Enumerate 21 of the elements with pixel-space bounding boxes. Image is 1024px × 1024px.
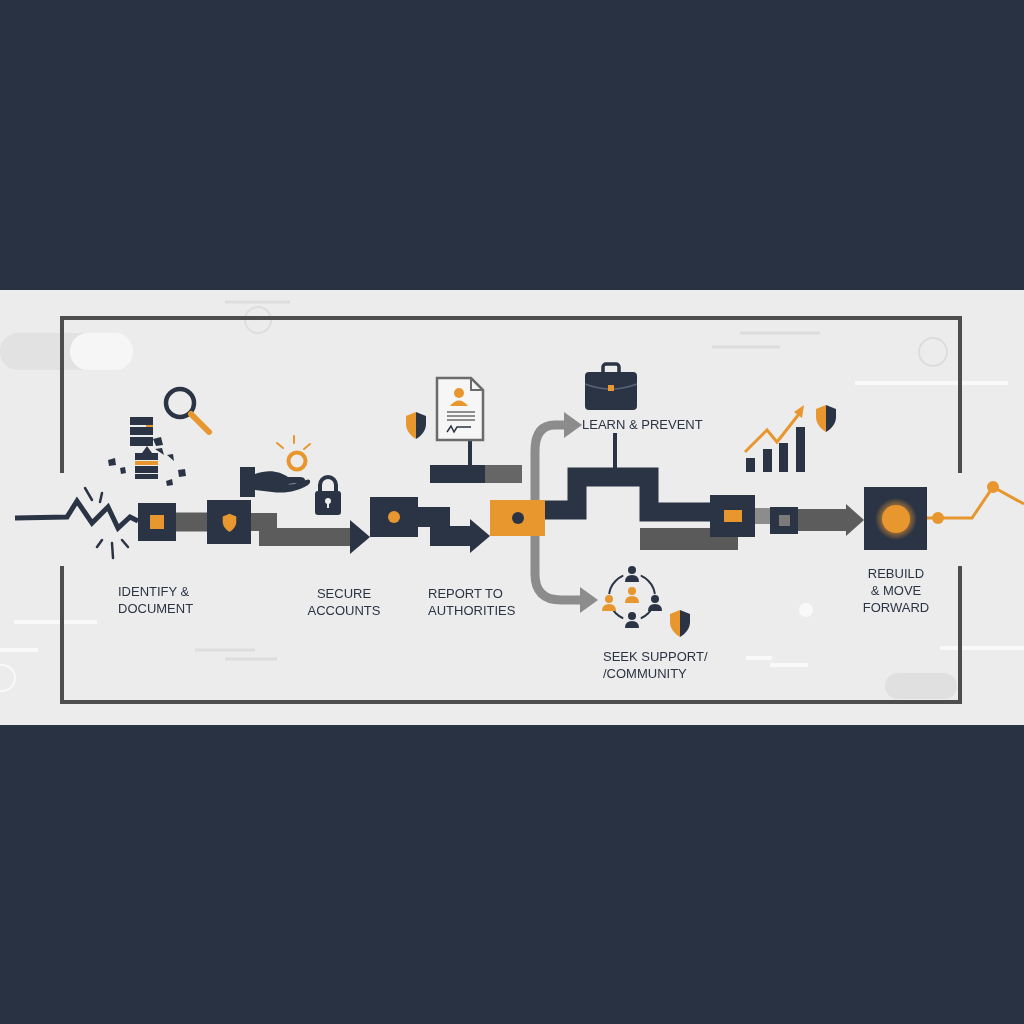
step-square [207, 500, 251, 544]
step-label: REBUILD & MOVE FORWARD [862, 565, 930, 616]
step-label: REPORT TO AUTHORITIES [428, 585, 517, 619]
curved-arrow [530, 536, 598, 613]
step-square [370, 497, 418, 537]
step-label: IDENTIFY & DOCUMENT [118, 583, 195, 617]
step-square [490, 500, 545, 536]
step-label: LEARN & PREVENT [582, 416, 703, 433]
step-square [770, 507, 798, 534]
step-square [864, 487, 927, 550]
band-arrow [798, 504, 864, 536]
band-arrow [418, 507, 490, 553]
crack-line [14, 496, 140, 533]
step-square [138, 503, 176, 541]
connector-band [755, 508, 770, 524]
band-arrow [251, 513, 370, 554]
connector-band [545, 467, 710, 522]
step-square [710, 495, 755, 537]
step-label: SEEK SUPPORT/ /COMMUNITY [603, 648, 709, 682]
step-label: SECURE ACCOUNTS [306, 585, 382, 619]
curved-arrow [530, 412, 582, 500]
